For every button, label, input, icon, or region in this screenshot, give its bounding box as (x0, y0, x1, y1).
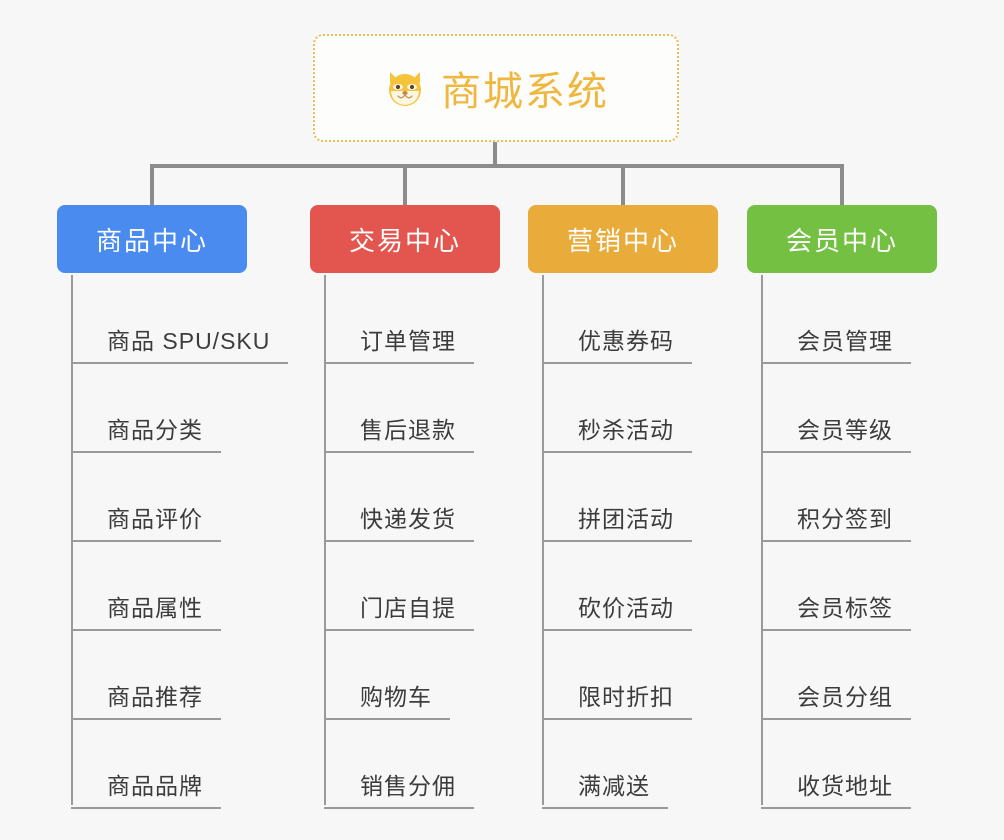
leaf-underline: 商品属性 (71, 589, 221, 631)
leaf-underline: 拼团活动 (542, 500, 692, 542)
leaf-item[interactable]: 商品属性 (71, 542, 221, 631)
leaf-underline: 优惠券码 (542, 322, 692, 364)
leaf-underline: 门店自提 (324, 589, 474, 631)
root-node[interactable]: 商城系统 (313, 34, 679, 142)
root-stem-connector (493, 142, 497, 166)
leaf-label: 购物车 (360, 684, 432, 710)
leaf-label: 售后退款 (360, 417, 456, 443)
category-box-product[interactable]: 商品中心 (57, 205, 247, 273)
leaf-item[interactable]: 积分签到 (761, 453, 911, 542)
leaf-label: 销售分佣 (360, 773, 456, 799)
root-title: 商城系统 (441, 70, 609, 114)
leaf-label: 商品推荐 (107, 684, 203, 710)
leaf-label: 商品评价 (107, 506, 203, 532)
leaf-underline: 快递发货 (324, 500, 474, 542)
leaf-item[interactable]: 限时折扣 (542, 631, 692, 720)
leaf-item[interactable]: 商品品牌 (71, 720, 221, 809)
shiba-dog-face-icon (383, 66, 427, 110)
leaf-item[interactable]: 售后退款 (324, 364, 474, 453)
leaf-item[interactable]: 秒杀活动 (542, 364, 692, 453)
leaf-underline: 砍价活动 (542, 589, 692, 631)
leaf-label: 会员分组 (797, 684, 893, 710)
leaf-label: 订单管理 (360, 328, 456, 354)
leaf-underline: 秒杀活动 (542, 411, 692, 453)
leaf-underline: 销售分佣 (324, 767, 474, 809)
leaf-item[interactable]: 会员管理 (761, 275, 911, 364)
branch-connector-2 (403, 164, 407, 207)
category-label: 商品中心 (95, 225, 208, 256)
leaf-label: 门店自提 (360, 595, 456, 621)
branch-connector-1 (150, 164, 154, 207)
leaf-underline: 收货地址 (761, 767, 911, 809)
leaf-underline: 限时折扣 (542, 678, 692, 720)
leaf-underline: 订单管理 (324, 322, 474, 364)
leaf-underline: 商品评价 (71, 500, 221, 542)
leaf-item[interactable]: 商品推荐 (71, 631, 221, 720)
leaf-label: 优惠券码 (578, 328, 674, 354)
leaf-item[interactable]: 会员标签 (761, 542, 911, 631)
category-box-marketing[interactable]: 营销中心 (528, 205, 718, 273)
leaf-underline: 会员分组 (761, 678, 911, 720)
leaf-underline: 购物车 (324, 678, 450, 720)
leaf-label: 快递发货 (360, 506, 456, 532)
leaf-label: 会员管理 (797, 328, 893, 354)
leaf-item[interactable]: 收货地址 (761, 720, 911, 809)
leaf-label: 商品品牌 (107, 773, 203, 799)
leaf-item[interactable]: 快递发货 (324, 453, 474, 542)
leaf-item[interactable]: 商品分类 (71, 364, 221, 453)
leaf-underline: 商品分类 (71, 411, 221, 453)
category-box-trade[interactable]: 交易中心 (310, 205, 500, 273)
leaf-underline: 售后退款 (324, 411, 474, 453)
leaf-item[interactable]: 门店自提 (324, 542, 474, 631)
leaf-item[interactable]: 优惠券码 (542, 275, 692, 364)
leaf-label: 商品分类 (107, 417, 203, 443)
leaf-label: 收货地址 (797, 773, 893, 799)
category-label: 交易中心 (348, 225, 461, 256)
leaf-underline: 积分签到 (761, 500, 911, 542)
leaf-label: 拼团活动 (578, 506, 674, 532)
leaf-underline: 会员标签 (761, 589, 911, 631)
leaf-item[interactable]: 会员等级 (761, 364, 911, 453)
leaf-label: 限时折扣 (578, 684, 674, 710)
category-box-member[interactable]: 会员中心 (747, 205, 937, 273)
leaf-item[interactable]: 订单管理 (324, 275, 474, 364)
leaf-item[interactable]: 会员分组 (761, 631, 911, 720)
leaf-item[interactable]: 砍价活动 (542, 542, 692, 631)
leaf-item[interactable]: 商品 SPU/SKU (71, 275, 289, 364)
leaf-underline: 会员等级 (761, 411, 911, 453)
leaf-underline: 商品推荐 (71, 678, 221, 720)
leaf-label: 会员标签 (797, 595, 893, 621)
leaf-underline: 会员管理 (761, 322, 911, 364)
leaf-label: 砍价活动 (578, 595, 674, 621)
leaf-underline: 商品 SPU/SKU (71, 322, 289, 364)
leaf-label: 秒杀活动 (578, 417, 674, 443)
leaf-item[interactable]: 满减送 (542, 720, 668, 809)
trunk-connector (150, 164, 842, 168)
leaf-item[interactable]: 拼团活动 (542, 453, 692, 542)
category-label: 营销中心 (566, 225, 679, 256)
leaf-item[interactable]: 商品评价 (71, 453, 221, 542)
leaf-underline: 满减送 (542, 767, 668, 809)
leaf-label: 积分签到 (797, 506, 893, 532)
leaf-item[interactable]: 购物车 (324, 631, 450, 720)
leaf-underline: 商品品牌 (71, 767, 221, 809)
branch-connector-3 (621, 164, 625, 207)
leaf-label: 商品属性 (107, 595, 203, 621)
leaf-label: 满减送 (578, 773, 650, 799)
leaf-label: 会员等级 (797, 417, 893, 443)
branch-connector-4 (840, 164, 844, 207)
category-label: 会员中心 (785, 225, 898, 256)
leaf-item[interactable]: 销售分佣 (324, 720, 474, 809)
leaf-label: 商品 SPU/SKU (107, 328, 271, 354)
